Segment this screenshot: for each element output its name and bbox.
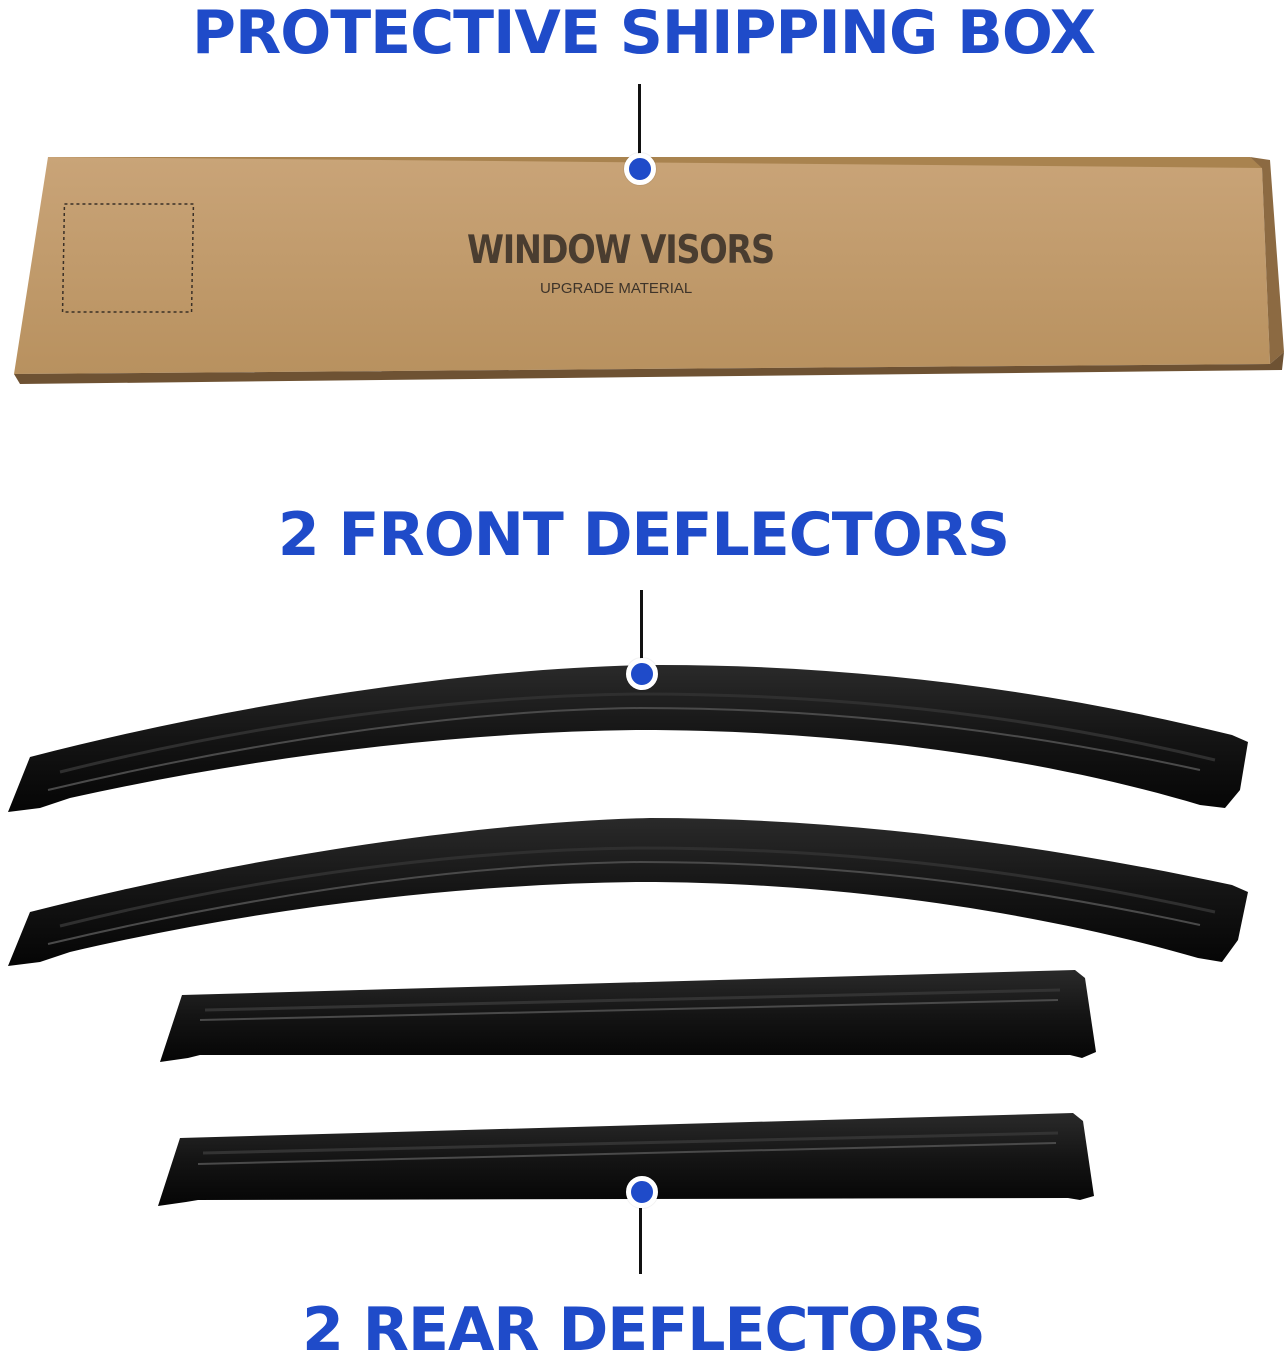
front-deflector-1 [8, 664, 1248, 812]
rear-deflector-1 [160, 970, 1096, 1062]
rear-deflectors-marker-dot [626, 1176, 658, 1208]
front-deflectors-marker-dot [626, 658, 658, 690]
shipping-box [14, 157, 1284, 384]
shipping-box-leader-line [638, 84, 641, 156]
rear-deflectors-leader-line [639, 1208, 642, 1274]
box-printed-title: WINDOW VISORS [467, 228, 775, 273]
front-deflectors-leader-line [640, 590, 643, 660]
front-deflector-2 [8, 818, 1248, 966]
box-printed-subtitle: UPGRADE MATERIAL [540, 280, 693, 297]
rear-deflectors-heading: 2 REAR DEFLECTORS [302, 1295, 986, 1365]
shipping-box-marker-dot [624, 153, 656, 185]
shipping-box-heading: PROTECTIVE SHIPPING BOX [192, 0, 1096, 68]
front-deflectors-heading: 2 FRONT DEFLECTORS [277, 500, 1010, 570]
rear-deflector-2 [158, 1113, 1094, 1206]
